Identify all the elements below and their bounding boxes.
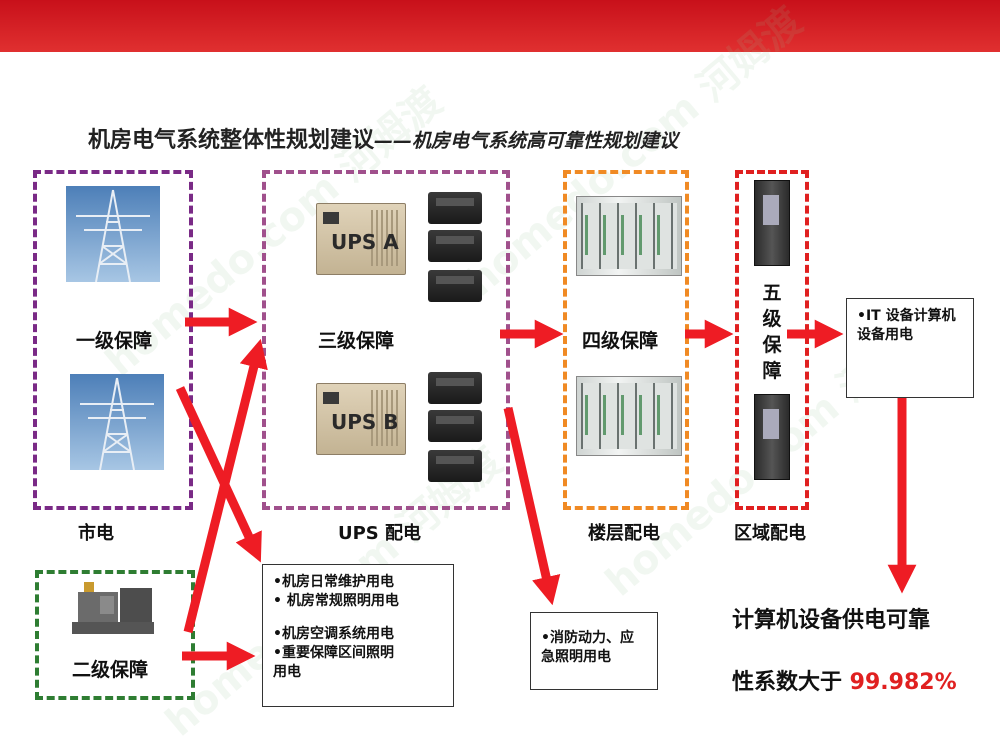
ups-display xyxy=(323,212,339,224)
level4-label: 四级保障 xyxy=(582,330,659,352)
header-bar xyxy=(0,0,1000,52)
conclusion-line1: 计算机设备供电可靠 xyxy=(732,608,931,633)
arrow-mains-to-maint xyxy=(175,386,262,563)
battery-icon xyxy=(428,372,482,404)
ups-dist-caption: UPS 配电 xyxy=(338,523,422,544)
fire-note: •消防动力、应 急照明用电 xyxy=(530,612,658,690)
zone-dist-caption: 区域配电 xyxy=(734,523,806,544)
distribution-rack-icon xyxy=(576,196,682,276)
generator-box xyxy=(35,570,195,700)
mains-caption: 市电 xyxy=(78,523,114,544)
ups-vents xyxy=(371,210,399,266)
level2-label: 二级保障 xyxy=(72,659,149,681)
battery-icon xyxy=(428,192,482,224)
transmission-tower-icon xyxy=(70,374,164,470)
battery-icon xyxy=(428,270,482,302)
conclusion-line2: 性系数大于 99.982% xyxy=(732,664,957,696)
conclusion-prefix: 性系数大于 xyxy=(732,670,850,695)
diesel-generator-icon xyxy=(70,578,156,638)
zone-box xyxy=(735,170,809,510)
transmission-tower-icon xyxy=(66,186,160,282)
mains-box xyxy=(33,170,193,510)
slide-title: 机房电气系统整体性规划建议——机房电气系统高可靠性规划建议 xyxy=(88,122,678,154)
title-sub: ——机房电气系统高可靠性规划建议 xyxy=(374,130,679,152)
battery-icon xyxy=(428,410,482,442)
floor-box xyxy=(563,170,689,510)
level3-label: 三级保障 xyxy=(318,330,395,352)
ups-b-label: UPS B xyxy=(331,410,399,434)
level1-label: 一级保障 xyxy=(76,330,153,352)
ups-b-unit: UPS B xyxy=(316,383,406,455)
ups-a-unit: UPS A xyxy=(316,203,406,275)
ups-vents xyxy=(371,390,399,446)
server-cabinet-icon xyxy=(754,180,790,266)
arrow-generator-to-ups xyxy=(183,338,268,634)
distribution-rack-icon xyxy=(576,376,682,456)
floor-dist-caption: 楼层配电 xyxy=(588,523,660,544)
battery-icon xyxy=(428,230,482,262)
reliability-value: 99.982% xyxy=(849,670,957,695)
title-main: 机房电气系统整体性规划建议 xyxy=(88,128,375,153)
ups-a-label: UPS A xyxy=(331,230,399,254)
it-load-note: •IT 设备计算机 设备用电 xyxy=(846,298,974,398)
arrow-ups-to-fire xyxy=(503,407,561,606)
ups-display xyxy=(323,392,339,404)
level5-label: 五 级 保 障 xyxy=(762,282,782,382)
battery-icon xyxy=(428,450,482,482)
maintenance-note: •机房日常维护用电 • 机房常规照明用电 •机房空调系统用电 •重要保障区间照明… xyxy=(262,564,454,707)
server-cabinet-icon xyxy=(754,394,790,480)
